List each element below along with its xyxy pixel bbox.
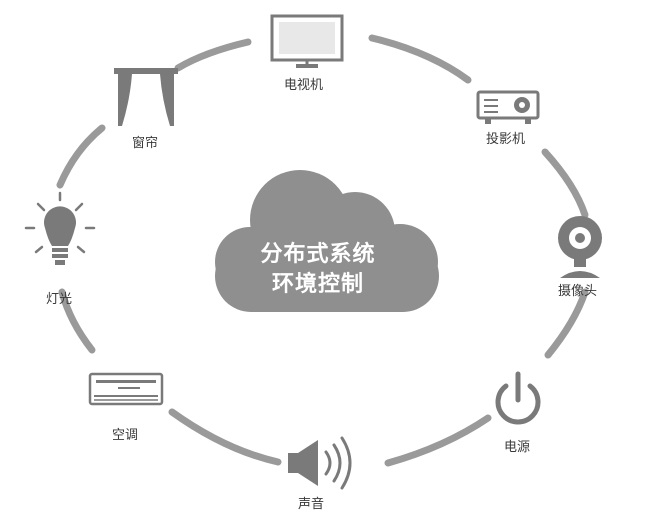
curtain-icon <box>114 68 178 126</box>
label-sound: 声音 <box>298 497 325 512</box>
label-projector: 投影机 <box>486 132 526 147</box>
speaker-icon <box>288 436 352 490</box>
label-camera: 摄像头 <box>558 284 598 299</box>
ring-arc-bottom-right <box>384 414 492 467</box>
label-tv: 电视机 <box>284 78 324 93</box>
ring-arc-top <box>368 34 472 84</box>
label-light: 灯光 <box>46 292 73 307</box>
cloud-title-line1: 分布式系统 <box>260 242 376 267</box>
ring-arc-left-lower <box>58 288 96 354</box>
cloud <box>215 170 439 312</box>
power-icon <box>495 371 541 425</box>
webcam-icon <box>558 216 602 278</box>
ring-arc-left-upper <box>56 124 106 189</box>
ring-arc-right-upper <box>541 148 589 219</box>
label-power: 电源 <box>504 440 531 455</box>
ring-arc-right-lower <box>544 288 589 359</box>
light-bulb-icon <box>24 191 96 265</box>
projector-icon <box>476 90 540 124</box>
label-ac: 空调 <box>112 428 139 443</box>
tv-icon <box>270 14 344 68</box>
cloud-title-line2: 环境控制 <box>271 272 364 297</box>
ring <box>56 34 589 467</box>
ring-arc-bottom-left <box>168 408 282 466</box>
label-curtain: 窗帘 <box>132 136 159 151</box>
air-conditioner-icon <box>88 372 164 406</box>
ring-arc-top-left <box>174 38 252 72</box>
